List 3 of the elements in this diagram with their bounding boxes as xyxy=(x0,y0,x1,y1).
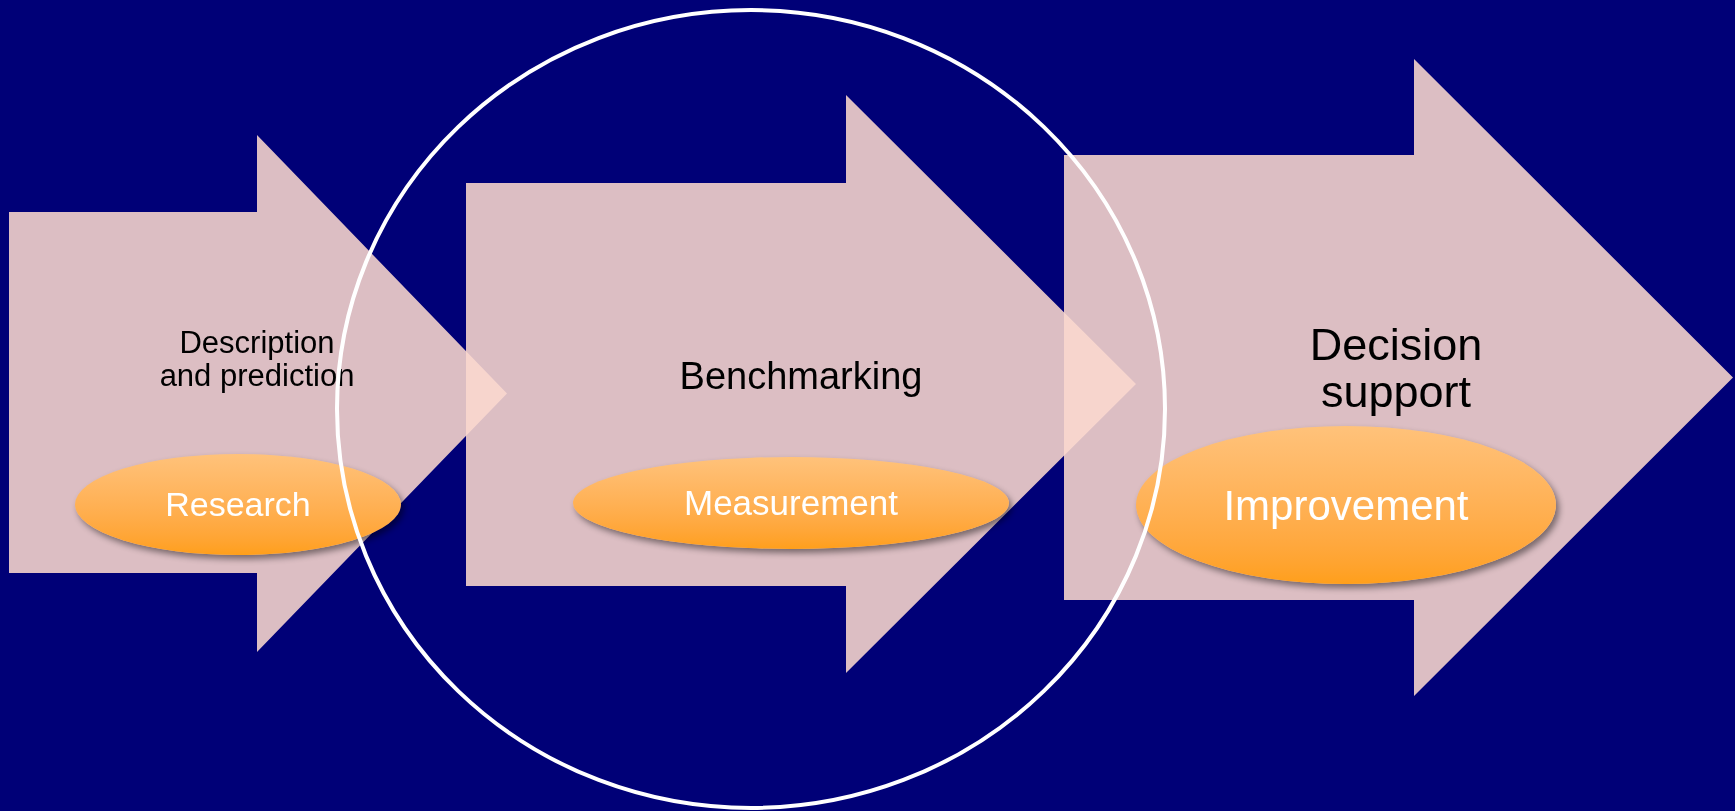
stage-label: Benchmarking xyxy=(678,357,924,397)
stage-label: Decision support xyxy=(1308,321,1484,416)
stage-label: Description and prediction xyxy=(159,327,355,393)
